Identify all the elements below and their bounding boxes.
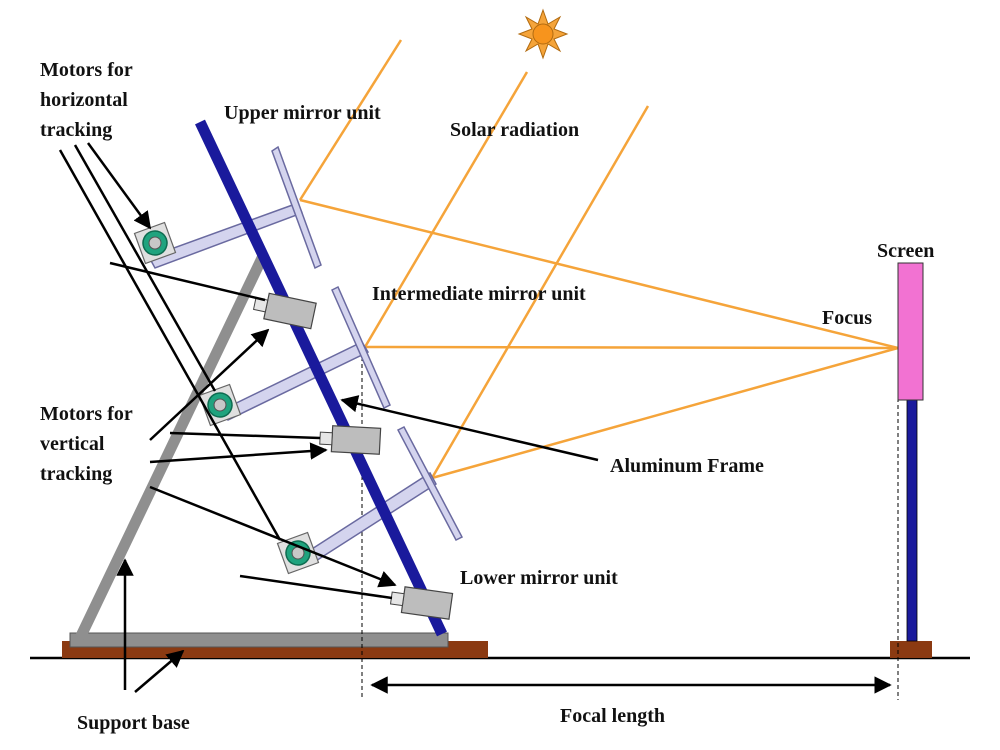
vmotor-line-middle (169, 431, 321, 440)
label-aluminum-frame: Aluminum Frame (610, 455, 764, 477)
hmotor-pointer-middle (73, 144, 217, 392)
vertical-motor-middle (319, 425, 382, 455)
intermediate-mirror (331, 285, 391, 410)
label-intermediate-mirror: Intermediate mirror unit (372, 283, 586, 305)
label-support-base: Support base (77, 712, 190, 734)
support-base-plate (69, 632, 449, 648)
screen-panel (897, 262, 924, 401)
pointer-lines (58, 142, 892, 694)
vmotor-line-upper (109, 261, 266, 302)
vertical-motor-lower (389, 586, 454, 620)
sun-icon (517, 8, 569, 60)
screen-base-foundation (890, 641, 932, 658)
upper-mirror (271, 145, 322, 270)
label-screen: Screen (877, 240, 934, 262)
base-pointer-diagonal (134, 649, 185, 693)
mirrors (271, 145, 464, 541)
horizontal-motor-middle (198, 383, 242, 427)
support-strut (75, 253, 268, 641)
label-solar-radiation: Solar radiation (450, 119, 579, 141)
label-lower-mirror: Lower mirror unit (460, 567, 618, 589)
lower-mirror (396, 426, 464, 541)
vmotor-pointer-lower (149, 485, 397, 588)
label-motors-vertical: Motors for vertical tracking (40, 403, 137, 485)
label-focal-length: Focal length (560, 705, 665, 727)
label-upper-mirror: Upper mirror unit (224, 102, 381, 124)
label-focus: Focus (822, 307, 872, 329)
hmotor-pointer-upper (86, 142, 152, 230)
vmotor-line-lower (239, 574, 393, 600)
aluminum-frame-bar (195, 119, 447, 637)
solar-rays (298, 39, 899, 480)
vmotor-pointer-upper (149, 328, 270, 441)
screen-post (906, 397, 918, 642)
horizontal-motor-upper (133, 221, 177, 265)
hmotor-pointer-lower (58, 149, 282, 541)
horizontal-motor-lower (276, 531, 320, 575)
vertical-motor-upper (252, 292, 317, 330)
label-motors-horizontal: Motors for horizontal tracking (40, 59, 137, 141)
vmotor-pointer-middle (149, 442, 328, 464)
frame-pointer (340, 395, 599, 462)
